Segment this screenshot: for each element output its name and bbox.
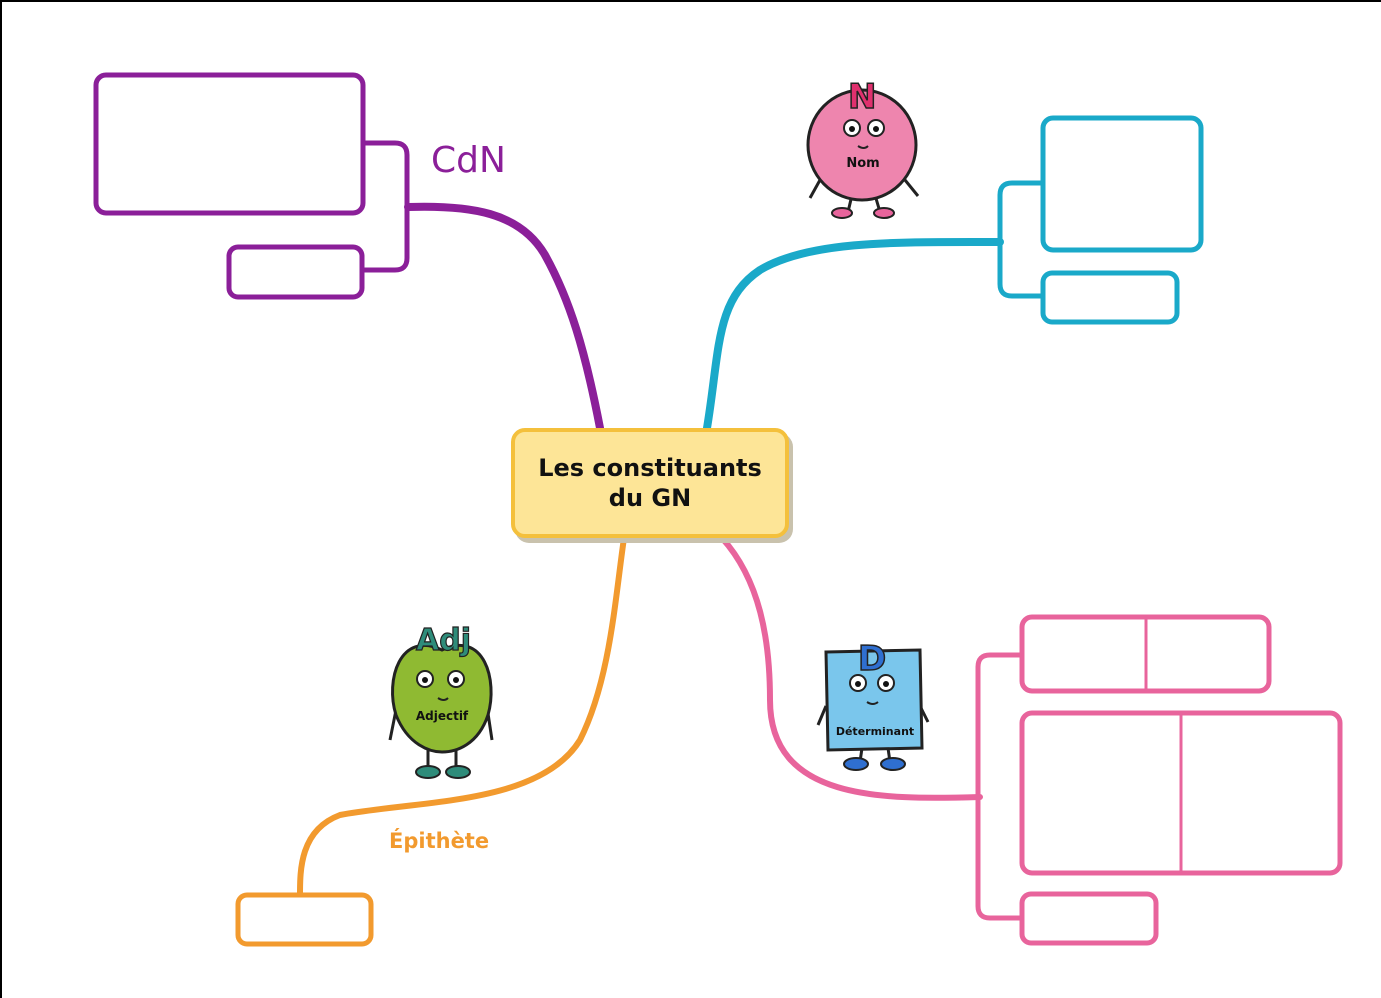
adjectif-character-letter: Adj xyxy=(416,623,471,658)
epithete-box[interactable] xyxy=(235,892,374,947)
cdn-box-large[interactable] xyxy=(93,72,366,216)
determinant-box-bottom[interactable] xyxy=(1019,891,1159,946)
nom-box-small[interactable] xyxy=(1040,270,1180,325)
cdn-label: CdN xyxy=(431,140,506,181)
determinant-character-letter: D xyxy=(858,639,886,679)
nom-character: N Nom xyxy=(806,76,920,219)
center-node[interactable]: Les constituants du GN xyxy=(511,428,789,538)
adjectif-branch xyxy=(297,535,627,898)
cdn-branch xyxy=(404,202,604,432)
nom-branch xyxy=(703,237,1004,432)
determinant-character: D Déterminant xyxy=(816,638,930,771)
determinant-bracket xyxy=(975,652,1022,921)
nom-character-letter: N xyxy=(848,77,876,117)
nom-bracket xyxy=(997,180,1044,299)
adjectif-character-label: Adjectif xyxy=(416,709,469,723)
cdn-box-small[interactable] xyxy=(226,244,365,300)
epithete-label: Épithète xyxy=(389,829,490,853)
nom-box-large[interactable] xyxy=(1040,115,1204,253)
cdn-bracket xyxy=(362,140,410,273)
determinant-branch xyxy=(719,535,983,801)
nom-character-label: Nom xyxy=(846,156,879,171)
determinant-character-label: Déterminant xyxy=(836,725,914,738)
adjectif-character: Adj Adjectif xyxy=(388,622,494,779)
center-title: Les constituants du GN xyxy=(538,454,762,512)
